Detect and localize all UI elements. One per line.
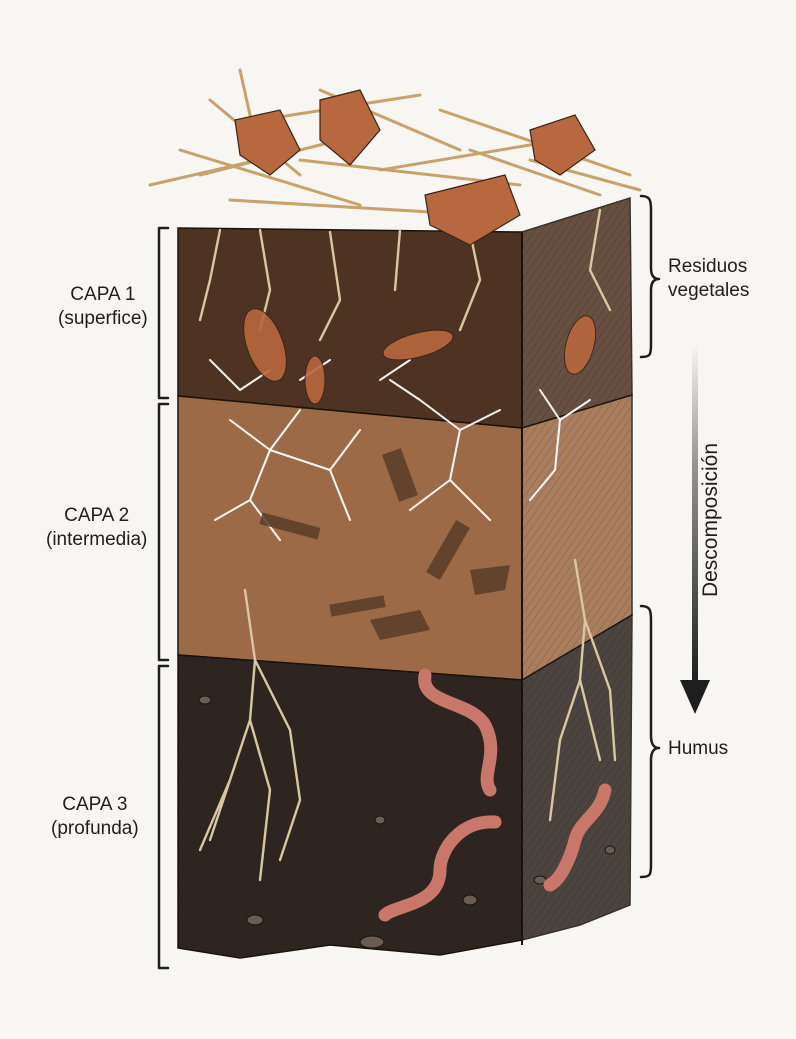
label-humus-line-1: Humus (668, 737, 728, 761)
soil-block (178, 198, 632, 958)
layer-2-front (178, 396, 522, 680)
label-descomposicion: Descomposición (699, 443, 723, 597)
label-capa-1: CAPA 1 (superfice) (58, 283, 148, 331)
label-capa-3-title: CAPA 3 (51, 793, 139, 817)
label-residuos-line-2: vegetales (668, 279, 749, 303)
bracket-humus (641, 606, 659, 877)
arrow-head (680, 680, 710, 714)
label-capa-3: CAPA 3 (profunda) (51, 793, 139, 841)
label-capa-1-title: CAPA 1 (58, 283, 148, 307)
label-humus: Humus (668, 737, 728, 761)
label-capa-2-title: CAPA 2 (46, 504, 147, 528)
label-residuos-line-1: Residuos (668, 255, 749, 279)
label-capa-3-subtitle: (profunda) (51, 817, 139, 841)
arrow-shaft (692, 345, 698, 685)
label-capa-1-subtitle: (superfice) (58, 307, 148, 331)
bracket-capa1 (159, 228, 168, 398)
label-capa-2-subtitle: (intermedia) (46, 528, 147, 552)
label-capa-2: CAPA 2 (intermedia) (46, 504, 147, 552)
bracket-capa2 (159, 404, 168, 660)
layer-1-front (178, 228, 522, 428)
bracket-residuos (641, 196, 659, 357)
label-residuos-vegetales: Residuos vegetales (668, 255, 749, 303)
bracket-capa3 (159, 666, 168, 968)
